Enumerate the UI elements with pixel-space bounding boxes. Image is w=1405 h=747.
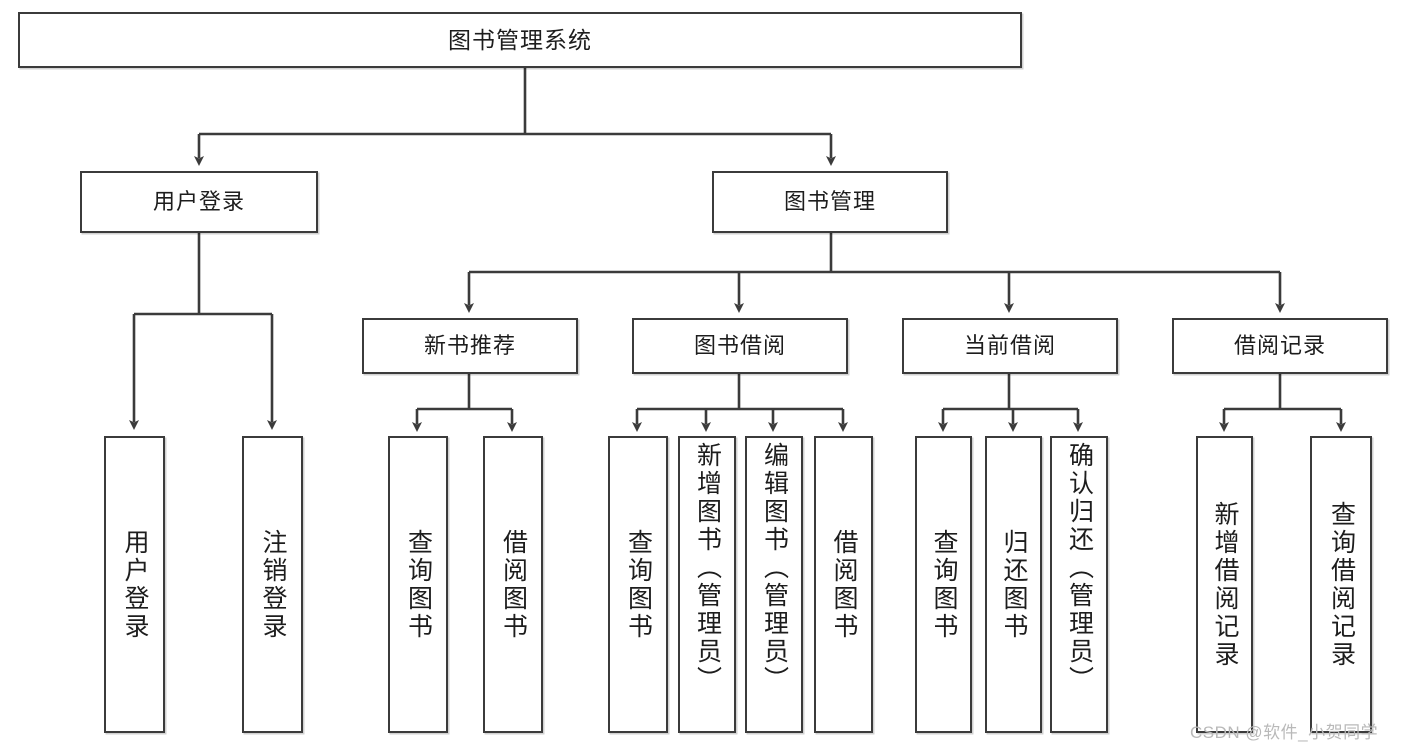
leaf-query-book-3-label: 查询图书 [930, 528, 958, 641]
leaf-confirm-return-label: 确认归还（管理员） [1065, 442, 1094, 694]
leaf-add-record-label: 新增借阅记录 [1211, 500, 1239, 669]
node-borrow-record-label: 借阅记录 [1233, 333, 1326, 359]
leaf-borrow-book-2[interactable]: 借阅图书 [814, 436, 873, 733]
watermark: CSDN @软件_小贺同学 [1190, 723, 1379, 742]
leaf-query-book-1-label: 查询图书 [404, 528, 433, 641]
leaf-query-book-2[interactable]: 查询图书 [608, 436, 668, 733]
leaf-borrow-book-2-label: 借阅图书 [830, 528, 858, 641]
leaf-confirm-return[interactable]: 确认归还（管理员） [1050, 436, 1108, 733]
leaf-query-book-1[interactable]: 查询图书 [388, 436, 448, 733]
node-new-book-rec-label: 新书推荐 [423, 333, 516, 359]
leaf-user-login[interactable]: 用户登录 [104, 436, 165, 733]
leaf-edit-book-label: 编辑图书（管理员） [760, 442, 789, 694]
leaf-logout[interactable]: 注销登录 [242, 436, 303, 733]
node-root-label: 图书管理系统 [448, 26, 592, 53]
leaf-return-book-label: 归还图书 [1000, 528, 1028, 641]
node-book-manage[interactable]: 图书管理 [712, 171, 948, 233]
leaf-query-book-2-label: 查询图书 [624, 528, 653, 641]
leaf-borrow-book-1-label: 借阅图书 [499, 528, 528, 641]
leaf-edit-book[interactable]: 编辑图书（管理员） [745, 436, 803, 733]
node-current-borrow[interactable]: 当前借阅 [902, 318, 1118, 374]
leaf-user-login-label: 用户登录 [121, 528, 149, 641]
node-book-manage-label: 图书管理 [783, 189, 876, 215]
leaf-query-record-label: 查询借阅记录 [1327, 500, 1356, 669]
leaf-borrow-book-1[interactable]: 借阅图书 [483, 436, 543, 733]
node-user-login-label: 用户登录 [152, 189, 245, 215]
leaf-return-book[interactable]: 归还图书 [985, 436, 1042, 733]
node-borrow-record[interactable]: 借阅记录 [1172, 318, 1388, 374]
node-root[interactable]: 图书管理系统 [18, 12, 1022, 68]
leaf-add-book-label: 新增图书（管理员） [693, 442, 722, 694]
node-current-borrow-label: 当前借阅 [963, 333, 1056, 359]
node-new-book-rec[interactable]: 新书推荐 [362, 318, 578, 374]
node-book-borrow-label: 图书借阅 [693, 333, 786, 359]
node-user-login[interactable]: 用户登录 [80, 171, 318, 233]
leaf-logout-label: 注销登录 [259, 528, 287, 641]
leaf-query-record[interactable]: 查询借阅记录 [1310, 436, 1372, 733]
node-book-borrow[interactable]: 图书借阅 [632, 318, 848, 374]
leaf-query-book-3[interactable]: 查询图书 [915, 436, 972, 733]
leaf-add-record[interactable]: 新增借阅记录 [1196, 436, 1253, 733]
leaf-add-book[interactable]: 新增图书（管理员） [678, 436, 736, 733]
